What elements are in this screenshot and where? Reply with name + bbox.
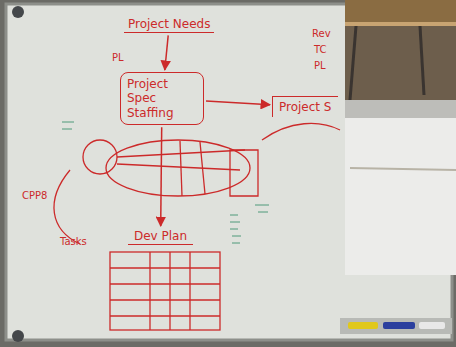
- arrow-connector: [165, 35, 168, 70]
- arrow-connector: [206, 101, 270, 105]
- node-text: Project Needs: [128, 17, 210, 31]
- node-text: Dev Plan: [134, 229, 187, 243]
- node-text: Project S: [279, 100, 332, 114]
- board-note: PL: [112, 52, 124, 63]
- node-text: Project Spec Staffing: [127, 77, 197, 120]
- board-note: PL: [314, 60, 326, 71]
- board-note: CPP8: [22, 190, 47, 201]
- process-box: Project S: [272, 96, 338, 117]
- board-note: Tasks: [60, 236, 87, 247]
- board-note: Rev: [312, 28, 331, 39]
- board-note: TC: [314, 44, 327, 55]
- arrow-connector: [161, 127, 162, 226]
- heading-node: Project Needs: [124, 16, 214, 33]
- process-box: Project Spec Staffing: [120, 72, 204, 125]
- plan-heading: Dev Plan: [128, 228, 193, 245]
